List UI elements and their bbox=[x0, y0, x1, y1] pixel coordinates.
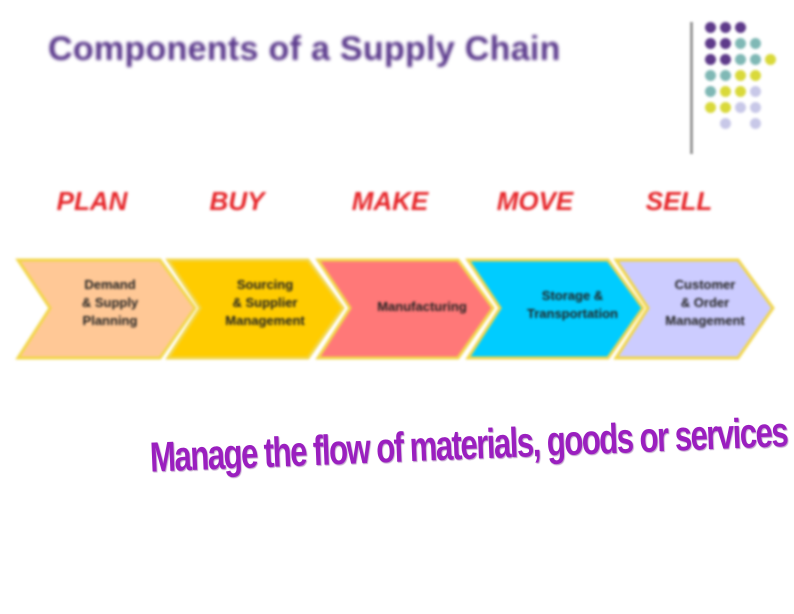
decor-dot bbox=[735, 38, 746, 49]
chevron-move bbox=[465, 258, 645, 360]
stage-label-sell: SELL bbox=[645, 186, 713, 216]
decor-dot bbox=[735, 102, 746, 113]
decor-dot bbox=[750, 38, 761, 49]
decor-dot bbox=[750, 70, 761, 81]
component-customer-order-management: Customer & Order Management bbox=[665, 277, 745, 328]
decor-dot bbox=[705, 102, 716, 113]
component-storage-transportation: Storage & Transportation bbox=[526, 288, 618, 321]
decor-dot bbox=[705, 54, 716, 65]
decor-dot bbox=[720, 118, 731, 129]
decor-dot bbox=[720, 22, 731, 33]
decor-dot bbox=[735, 22, 746, 33]
decor-dot bbox=[750, 118, 761, 129]
component-manufacturing: Manufacturing bbox=[377, 299, 467, 314]
decor-dot bbox=[735, 86, 746, 97]
decorative-divider bbox=[690, 22, 693, 154]
chevron-buy bbox=[165, 258, 345, 360]
stage-label-buy: BUY bbox=[209, 186, 265, 216]
decor-dot bbox=[720, 102, 731, 113]
chevron-sell bbox=[613, 258, 775, 360]
decor-dot bbox=[765, 54, 776, 65]
decor-dot bbox=[720, 70, 731, 81]
decor-dot bbox=[750, 102, 761, 113]
decor-dot bbox=[705, 70, 716, 81]
chevron-plan bbox=[15, 258, 197, 360]
decor-dot bbox=[705, 86, 716, 97]
decor-dot bbox=[735, 70, 746, 81]
decor-dot bbox=[720, 54, 731, 65]
decor-dot bbox=[720, 86, 731, 97]
decor-dot bbox=[750, 54, 761, 65]
chevron-make bbox=[315, 258, 495, 360]
stage-label-plan: PLAN bbox=[56, 186, 128, 216]
stage-label-move: MOVE bbox=[496, 186, 574, 216]
decor-dot bbox=[705, 22, 716, 33]
decor-dot bbox=[735, 54, 746, 65]
component-sourcing-supplier-management: Sourcing & Supplier Management bbox=[225, 277, 305, 328]
stage-label-make: MAKE bbox=[351, 186, 429, 216]
slide-title: Components of a Supply Chain bbox=[48, 30, 561, 68]
decor-dot bbox=[750, 86, 761, 97]
component-demand-supply-planning: Demand & Supply Planning bbox=[81, 277, 139, 328]
decor-dot bbox=[705, 38, 716, 49]
decorative-dot-grid bbox=[705, 22, 794, 142]
decor-dot bbox=[720, 38, 731, 49]
